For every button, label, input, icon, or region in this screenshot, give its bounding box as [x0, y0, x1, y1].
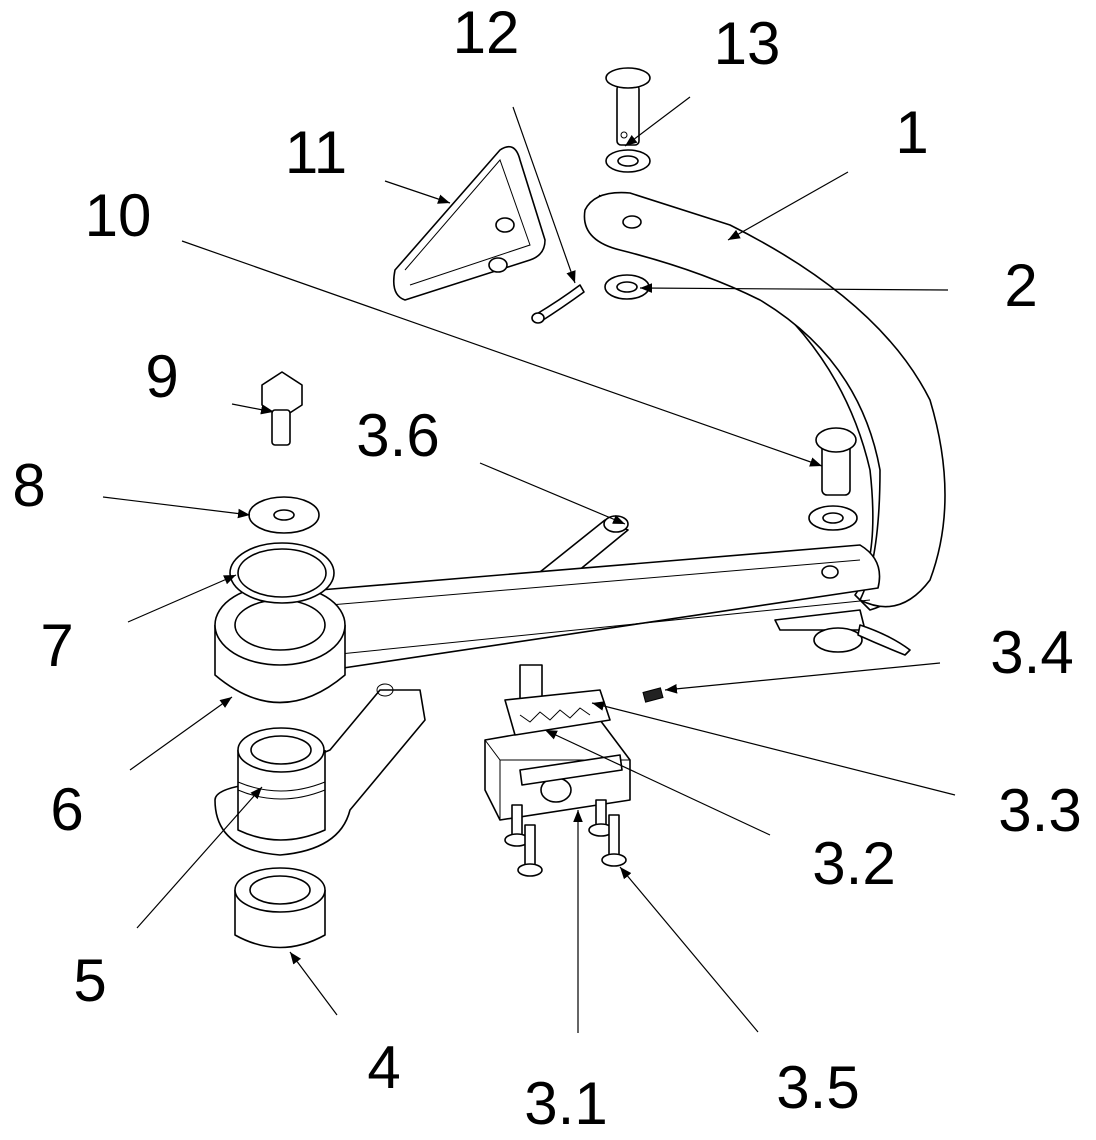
- part-5-splined-sleeve: [237, 727, 326, 841]
- part-7-circlip: [229, 542, 335, 604]
- label-7: 7: [40, 612, 73, 679]
- label-4: 4: [367, 1034, 400, 1101]
- part-2-washer: [604, 274, 650, 300]
- label-11: 11: [285, 119, 347, 186]
- label-3-3: 3.3: [998, 777, 1081, 844]
- label-6: 6: [50, 776, 83, 843]
- label-2: 2: [1004, 252, 1037, 319]
- label-1: 1: [895, 99, 928, 166]
- label-3-6: 3.6: [356, 402, 439, 469]
- callout-labels: 1 2 3.1 3.2 3.3 3.4 3.5 3.6 4 5 6 7 8 9 …: [12, 0, 1081, 1137]
- label-13: 13: [714, 10, 781, 77]
- label-3-5: 3.5: [776, 1054, 859, 1121]
- label-3-1: 3.1: [524, 1070, 607, 1137]
- main-lever-arm: [319, 544, 911, 671]
- part-3-4-set-screw: [642, 687, 664, 703]
- label-8: 8: [12, 452, 45, 519]
- label-10: 10: [85, 182, 152, 249]
- part-10-pin: [808, 427, 858, 531]
- part-9-bolt: [261, 371, 303, 446]
- label-3-4: 3.4: [990, 619, 1073, 686]
- leader-lines: [102, 96, 956, 1033]
- part-8-washer: [248, 496, 320, 534]
- part-1-curved-arm: [583, 191, 946, 611]
- label-9: 9: [145, 343, 178, 410]
- label-12: 12: [453, 0, 520, 66]
- label-3-2: 3.2: [812, 830, 895, 897]
- part-4-splined-collar: [234, 867, 326, 949]
- part-12-cotter-pin: [531, 284, 585, 324]
- part-11-bracket: [392, 145, 546, 301]
- part-6-hub: [214, 584, 346, 704]
- part-3-clamp-block: [484, 664, 631, 821]
- part-3-2-serrated-jaw: [504, 689, 611, 736]
- part-13-pin-washer: [605, 67, 651, 173]
- part-3-5-screws: [504, 799, 627, 877]
- label-5: 5: [73, 947, 106, 1014]
